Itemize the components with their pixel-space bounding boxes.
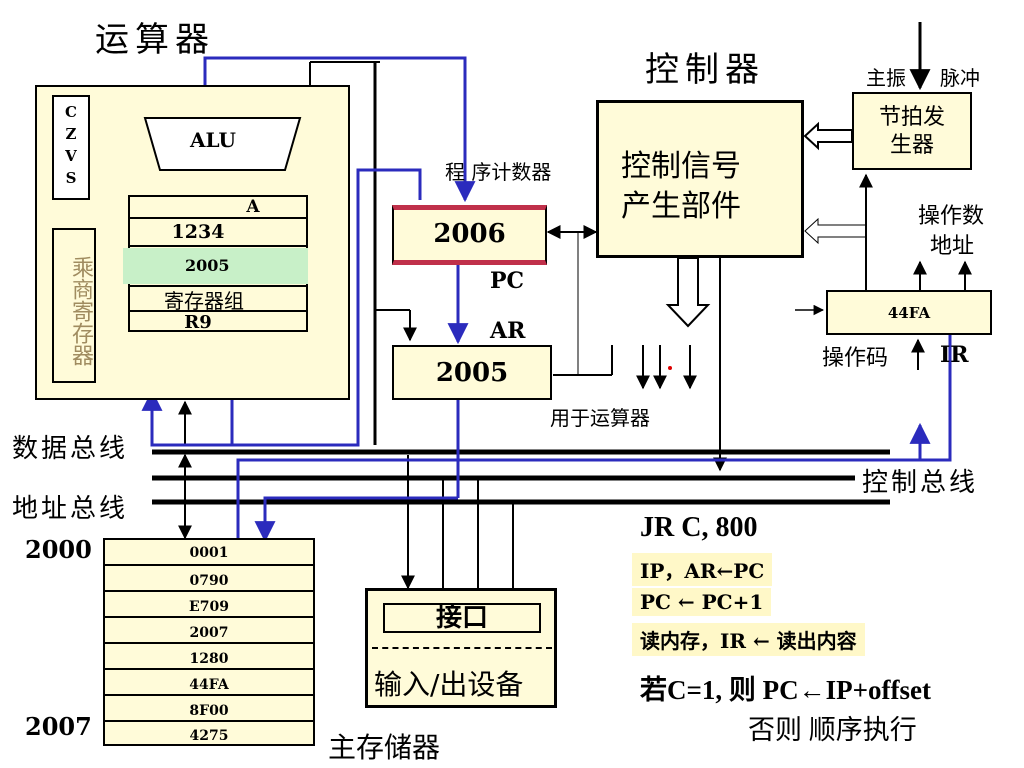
instruction-title: JR C, 800 [640, 512, 758, 543]
ar-register: 2005 [392, 345, 552, 400]
io-device-panel: 接口 输入/出设备 [365, 588, 557, 708]
flags-register: C Z V S [52, 95, 90, 200]
pc-label: PC [490, 268, 525, 294]
flag-v: V [65, 147, 77, 165]
alu-label: ALU [190, 128, 236, 152]
memory-cell: 0790 [105, 566, 313, 592]
flag-c: C [65, 103, 77, 121]
ir-register: 44FA [826, 290, 992, 335]
flag-s: S [65, 169, 77, 187]
memory-cell: 4275 [189, 728, 229, 744]
control-bus-label: 控制总线 [862, 468, 979, 498]
ir-label: IR [940, 342, 969, 368]
control-unit-line2: 产生部件 [621, 189, 741, 224]
memory-cell: 1280 [105, 644, 313, 670]
memory-cell: 2007 [105, 618, 313, 644]
io-interface: 接口 [383, 603, 541, 633]
main-memory: 0001 0790 E709 2007 1280 44FA 8F00 4275 [103, 538, 315, 746]
instruction-line-5: 否则 顺序执行 [748, 715, 917, 745]
controller-title: 控制器 [645, 50, 765, 90]
mul-div-register: 乘商寄存器 [52, 228, 96, 383]
timing-generator: 节拍发 生器 [852, 92, 972, 170]
register-group-label: 寄存器组 [164, 289, 244, 313]
memory-end-address: 2007 [25, 712, 92, 741]
memory-start-address: 2000 [25, 535, 92, 564]
memory-cell: 8F00 [105, 696, 313, 722]
register-a-label: A [130, 197, 306, 219]
data-bus-label: 数据总线 [12, 434, 129, 464]
register-r9-label: R9 [130, 310, 306, 333]
memory-cell: 44FA [105, 670, 313, 696]
main-osc-label: 主振 [866, 66, 906, 90]
memory-cell: E709 [105, 592, 313, 618]
control-unit-line1: 控制信号 [621, 149, 741, 184]
control-signal-unit: 控制信号 产生部件 [596, 100, 804, 258]
register-divider [130, 285, 306, 289]
pulse-label: 脉冲 [940, 66, 980, 90]
memory-label: 主存储器 [328, 731, 441, 764]
red-dot [668, 366, 672, 370]
instruction-step-3: 读内存，IR ← 读出内容 [632, 623, 865, 656]
io-divider [372, 647, 552, 649]
instruction-line-4: 若C=1, 则 PC←IP+offset [640, 675, 931, 705]
flag-z: Z [65, 125, 77, 143]
register-row-1: 1234 [130, 221, 306, 247]
timing-generator-line2: 生器 [889, 133, 934, 158]
pc-register: 2006 [392, 205, 547, 265]
register-row-2-highlight: 2005 [123, 248, 308, 284]
operand-address-line1: 操作数 [918, 204, 985, 229]
pc-caption: 程 序计数器 [445, 160, 552, 184]
instruction-step-1: IP，AR←PC [632, 553, 773, 586]
timing-generator-line1: 节拍发 [878, 105, 945, 130]
memory-cell: 0001 [105, 540, 313, 566]
io-device-label: 输入/出设备 [374, 668, 524, 701]
alu-unit-title: 运算器 [95, 20, 215, 60]
for-alu-label: 用于运算器 [550, 406, 650, 430]
ar-label: AR [490, 318, 526, 344]
address-bus-label: 地址总线 [12, 494, 129, 524]
operand-address-line2: 地址 [930, 234, 975, 259]
opcode-label: 操作码 [822, 346, 889, 371]
instruction-step-2: PC ← PC+1 [632, 588, 772, 616]
